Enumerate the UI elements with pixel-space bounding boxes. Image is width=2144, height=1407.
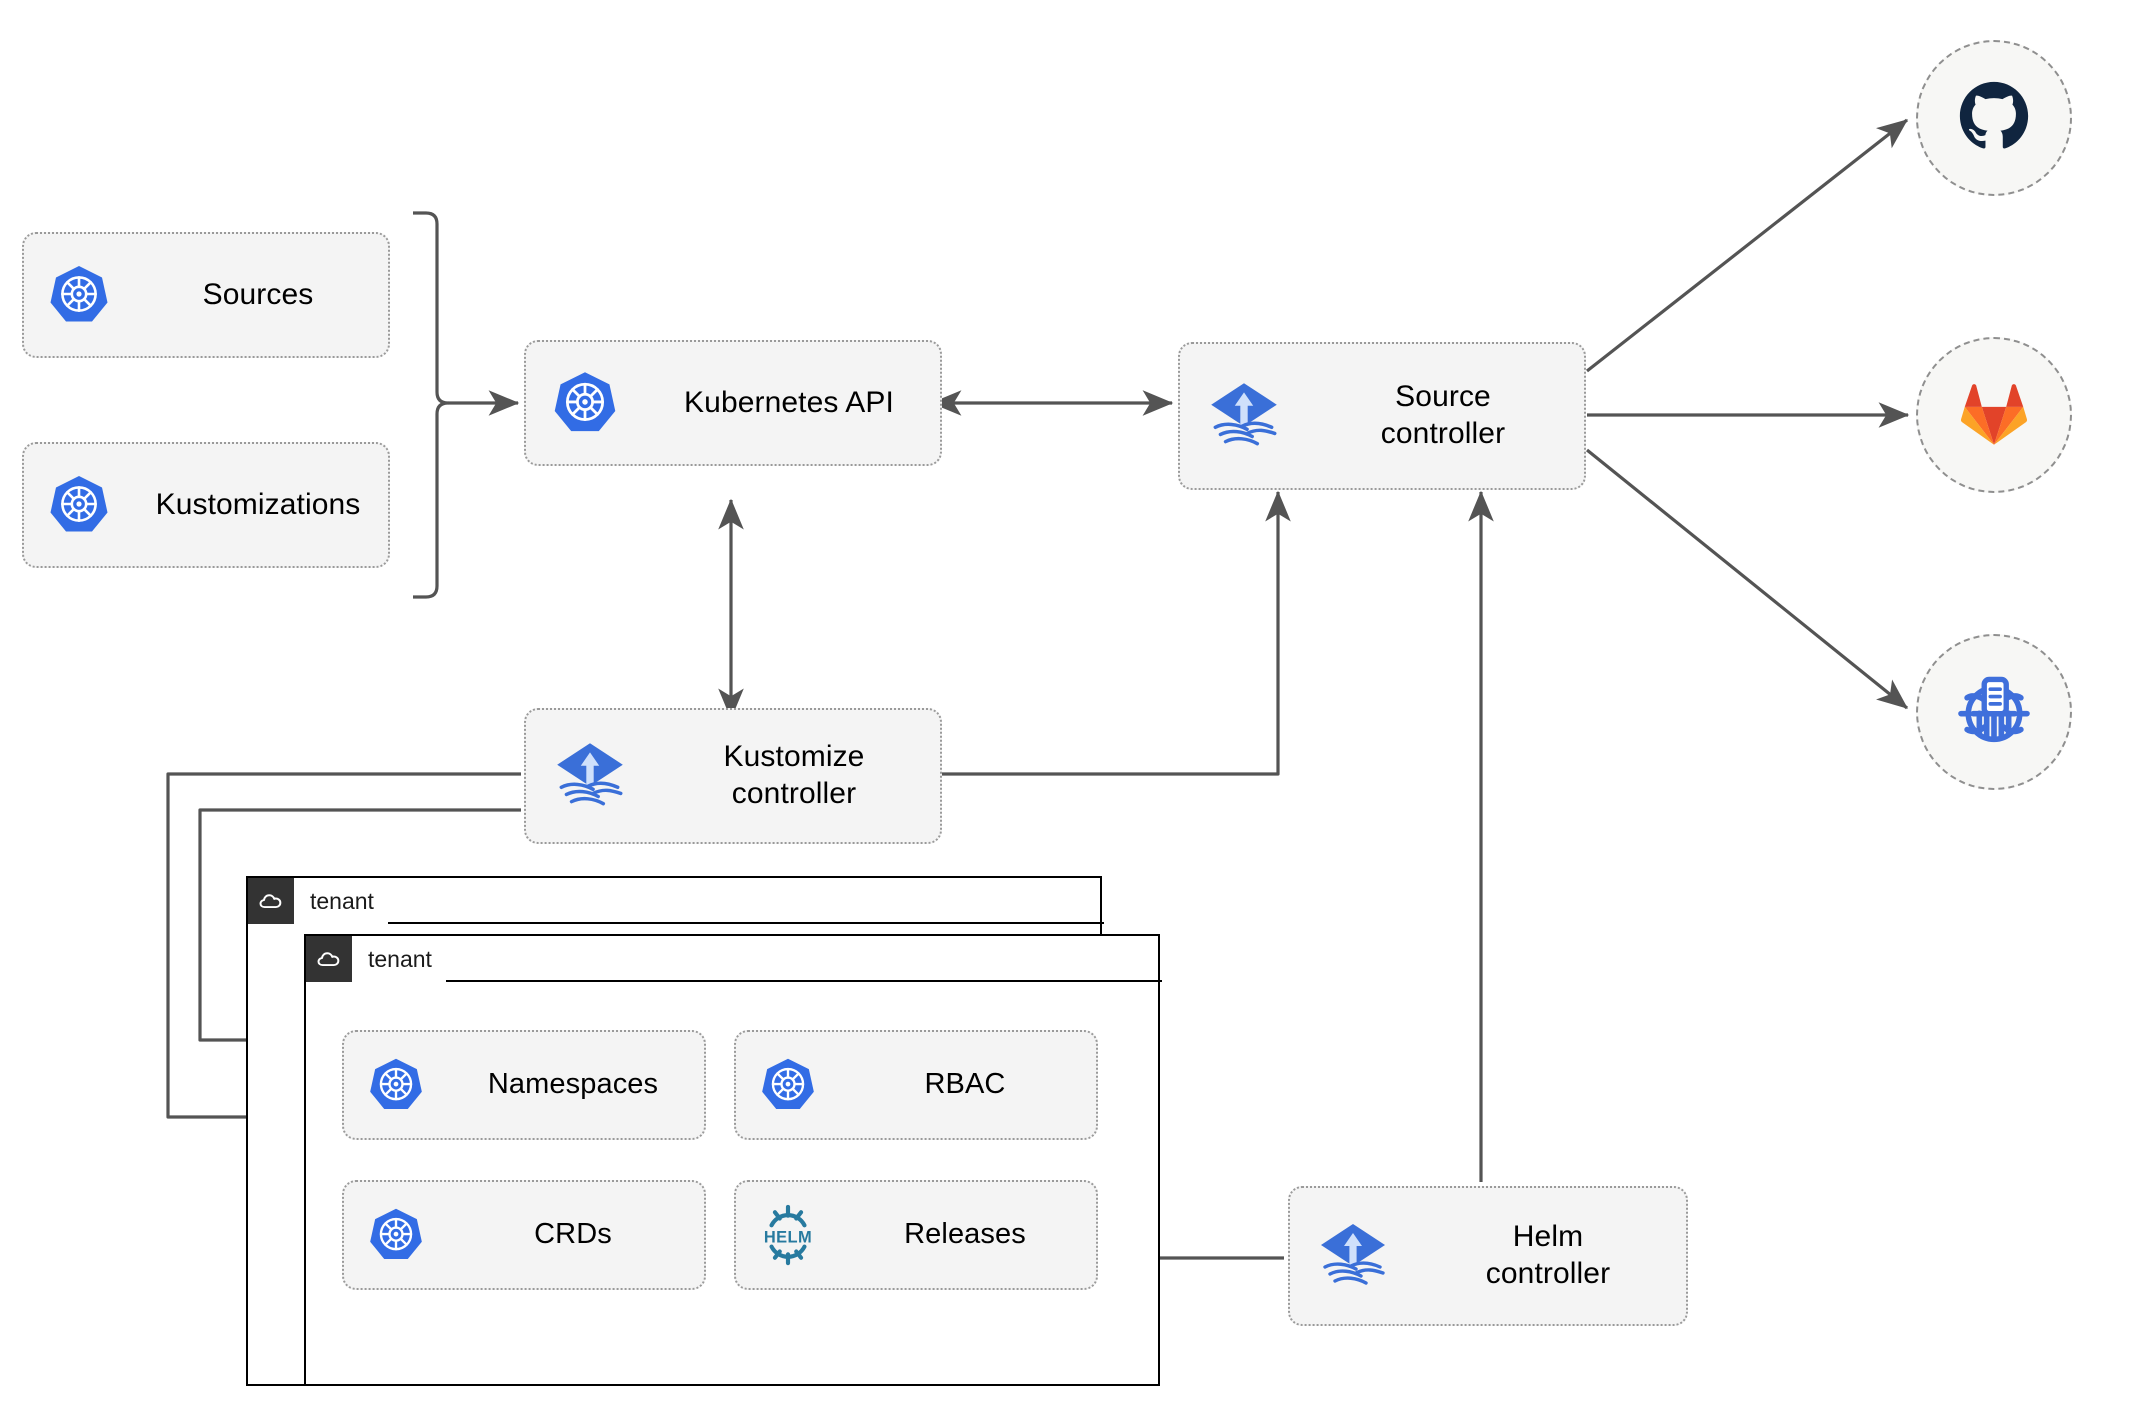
cloud-icon	[306, 936, 352, 982]
provider-helm-repository[interactable]	[1916, 634, 2072, 790]
kubernetes-icon	[344, 1206, 448, 1264]
node-label: Kubernetes API	[684, 385, 894, 419]
kubernetes-icon	[24, 263, 134, 327]
kubernetes-icon	[24, 473, 134, 537]
node-rbac[interactable]: RBAC	[734, 1030, 1098, 1140]
svg-text:HELM: HELM	[764, 1228, 812, 1246]
node-crds[interactable]: CRDs	[342, 1180, 706, 1290]
node-label: Source controller	[1380, 380, 1506, 450]
node-sources[interactable]: Sources	[22, 232, 390, 358]
tenant-label-inner: tenant	[368, 946, 432, 972]
github-icon	[1955, 77, 2033, 160]
flux-icon	[526, 735, 654, 817]
flux-icon	[1180, 375, 1308, 457]
node-label: Sources	[202, 277, 314, 311]
node-kustomizations[interactable]: Kustomizations	[22, 442, 390, 568]
flux-icon	[1290, 1216, 1416, 1296]
node-label: Kustomizations	[155, 487, 361, 521]
provider-github[interactable]	[1916, 40, 2072, 196]
gitlab-icon	[1955, 374, 2033, 457]
cloud-icon	[248, 878, 294, 924]
node-label: Releases	[904, 1218, 1026, 1251]
tenant-container-inner: tenant	[304, 934, 1162, 1386]
tenant-label-outer: tenant	[310, 888, 374, 914]
node-source-controller[interactable]: Source controller	[1178, 342, 1586, 490]
node-label: CRDs	[534, 1218, 612, 1251]
helm-repository-icon	[1950, 666, 2038, 759]
kubernetes-icon	[344, 1056, 448, 1114]
kubernetes-icon	[526, 369, 644, 437]
node-helm-controller[interactable]: Helm controller	[1288, 1186, 1688, 1326]
node-label: Namespaces	[487, 1068, 659, 1101]
node-label: Helm controller	[1485, 1220, 1611, 1290]
provider-gitlab[interactable]	[1916, 337, 2072, 493]
tenant-tab-inner: tenant	[306, 936, 446, 982]
node-label: Kustomize controller	[723, 740, 865, 810]
helm-icon: HELM	[736, 1204, 840, 1266]
node-kustomize-controller[interactable]: Kustomize controller	[524, 708, 942, 844]
node-releases[interactable]: HELM Releases	[734, 1180, 1098, 1290]
node-namespaces[interactable]: Namespaces	[342, 1030, 706, 1140]
node-kubernetes-api[interactable]: Kubernetes API	[524, 340, 942, 466]
tenant-tab-outer: tenant	[248, 878, 388, 924]
node-label: RBAC	[924, 1068, 1006, 1101]
kubernetes-icon	[736, 1056, 840, 1114]
